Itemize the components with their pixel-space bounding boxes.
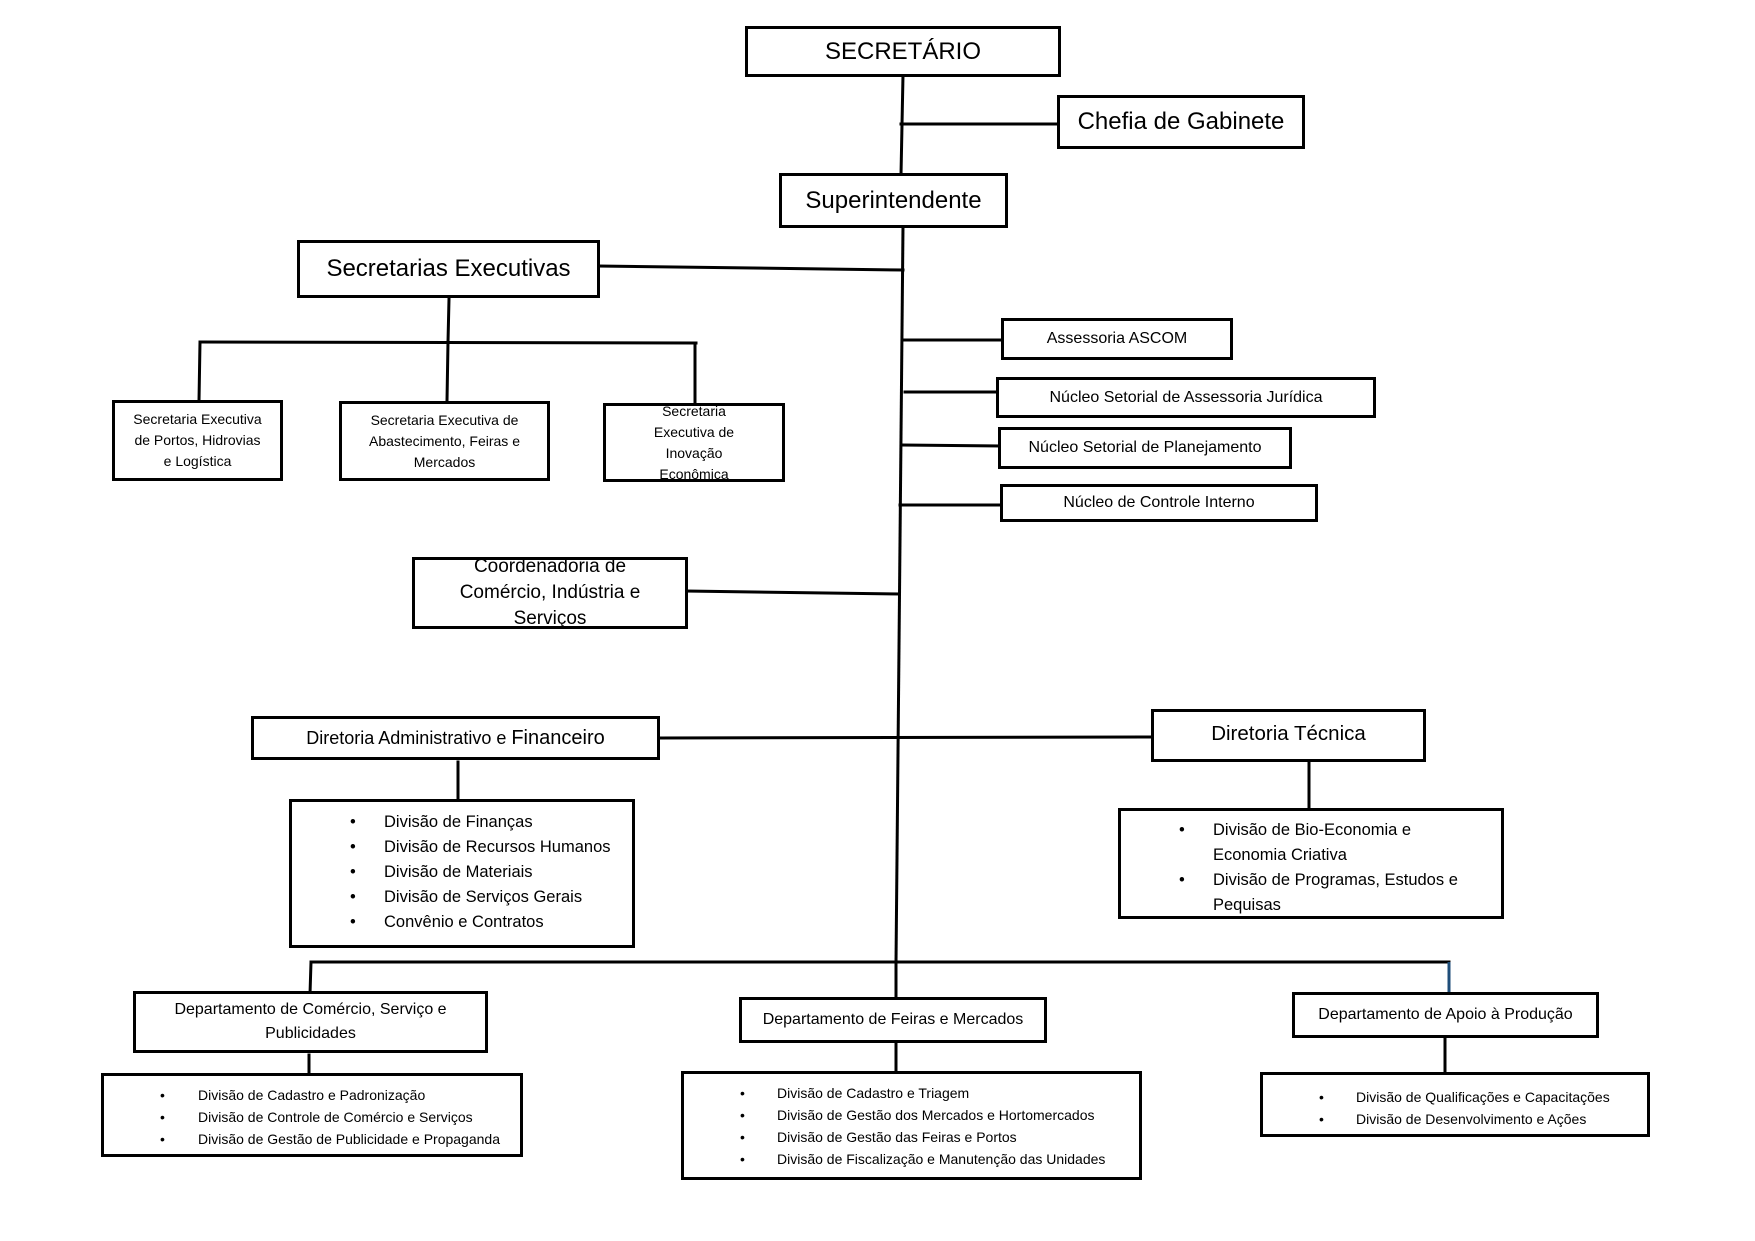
connector-line [445, 340, 450, 403]
dept-comercio-list: Divisão de Cadastro e Padronização Divis… [101, 1073, 523, 1157]
list-item: Divisão de Gestão das Feiras e Portos [684, 1126, 1139, 1148]
diretoria-adm-list: Divisão de Finanças Divisão de Recursos … [289, 799, 635, 948]
nucleo-planejamento-box: Núcleo Setorial de Planejamento [998, 427, 1292, 469]
connector-line [197, 340, 202, 403]
secretaria-portos-label: Secretaria Executiva de Portos, Hidrovia… [133, 411, 262, 469]
dept-apoio-box: Departamento de Apoio à Produção [1292, 992, 1599, 1038]
secretaria-portos-box: Secretaria Executiva de Portos, Hidrovia… [112, 400, 283, 481]
diretoria-tecnica-box: Diretoria Técnica [1151, 709, 1426, 762]
dept-comercio-box: Departamento de Comércio, Serviço e Publ… [133, 991, 488, 1053]
secretario-label: SECRETÁRIO [824, 37, 982, 65]
nucleo-controle-box: Núcleo de Controle Interno [1000, 484, 1318, 522]
secretaria-abastecimento-box: Secretaria Executiva de Abastecimento, F… [339, 401, 550, 481]
chefia-gabinete-label: Chefia de Gabinete [1077, 108, 1285, 135]
list-item: Divisão de Desenvolvimento e Ações [1263, 1108, 1647, 1130]
diretoria-adm-label-b: Financeiro [511, 726, 605, 749]
nucleo-planejamento-label: Núcleo Setorial de Planejamento [1028, 439, 1262, 456]
list-item: Divisão de Gestão dos Mercados e Hortome… [684, 1104, 1139, 1126]
diretoria-adm-label-a: Diretoria Administrativo e [306, 727, 512, 748]
list-item: Divisão de Controle de Comércio e Serviç… [104, 1106, 520, 1128]
list-item: Divisão de Programas, Estudos e Pequisas [1121, 868, 1461, 918]
secretaria-inovacao-label: Secretaria Executiva de Inovação Econômi… [653, 402, 735, 482]
diretoria-tecnica-label: Diretoria Técnica [1211, 722, 1366, 745]
diretoria-adm-label: Diretoria Administrativo e Financeiro [306, 727, 604, 750]
nucleo-controle-label: Núcleo de Controle Interno [1063, 494, 1255, 511]
dept-apoio-label: Departamento de Apoio à Produção [1318, 1006, 1573, 1023]
secretaria-inovacao-box: Secretaria Executiva de Inovação Econômi… [603, 403, 785, 482]
list-item: Divisão de Finanças [292, 810, 632, 835]
superintendente-label: Superintendente [805, 186, 982, 214]
assessoria-ascom-box: Assessoria ASCOM [1001, 318, 1233, 360]
nucleo-juridica-label: Núcleo Setorial de Assessoria Jurídica [1049, 388, 1323, 406]
diretoria-tecnica-list: Divisão de Bio-Economia e Economia Criat… [1118, 808, 1504, 919]
list-item: Divisão de Cadastro e Triagem [684, 1082, 1139, 1104]
list-item: Divisão de Qualificações e Capacitações [1263, 1086, 1647, 1108]
list-item: Divisão de Recursos Humanos [292, 835, 632, 860]
connector-line [900, 443, 1003, 448]
diretoria-adm-box: Diretoria Administrativo e Financeiro [251, 716, 660, 760]
superintendente-box: Superintendente [779, 173, 1008, 228]
connector-line [446, 297, 451, 344]
connector-line [657, 735, 1155, 740]
list-item: Divisão de Serviços Gerais [292, 885, 632, 910]
dept-feiras-list: Divisão de Cadastro e Triagem Divisão de… [681, 1071, 1142, 1180]
list-item: Divisão de Fiscalização e Manutenção das… [684, 1148, 1139, 1170]
secretario-box: SECRETÁRIO [745, 26, 1061, 77]
dept-feiras-label: Departamento de Feiras e Mercados [762, 1011, 1024, 1028]
coordenadoria-box: Coordenadoria de Comércio, Indústria e S… [412, 556, 688, 629]
assessoria-ascom-label: Assessoria ASCOM [1046, 330, 1188, 347]
secretarias-executivas-label: Secretarias Executivas [326, 255, 571, 282]
list-item: Divisão de Materiais [292, 860, 632, 885]
dept-apoio-list: Divisão de Qualificações e Capacitações … [1260, 1072, 1650, 1137]
connector-line [596, 264, 905, 272]
list-item: Divisão de Gestão de Publicidade e Propa… [104, 1128, 520, 1150]
nucleo-juridica-box: Núcleo Setorial de Assessoria Jurídica [996, 377, 1376, 418]
list-item: Convênio e Contratos [292, 910, 632, 935]
connector-line [308, 960, 313, 996]
chefia-gabinete-box: Chefia de Gabinete [1057, 95, 1305, 149]
list-item: Divisão de Cadastro e Padronização [104, 1084, 520, 1106]
dept-comercio-label: Departamento de Comércio, Serviço e Publ… [174, 1001, 447, 1042]
connector-line [684, 589, 901, 596]
list-item: Divisão de Bio-Economia e Economia Criat… [1121, 818, 1461, 868]
coordenadoria-label: Coordenadoria de Comércio, Indústria e S… [459, 556, 641, 629]
dept-feiras-box: Departamento de Feiras e Mercados [739, 997, 1047, 1043]
secretarias-executivas-box: Secretarias Executivas [297, 240, 600, 298]
secretaria-abastecimento-label: Secretaria Executiva de Abastecimento, F… [369, 411, 520, 470]
